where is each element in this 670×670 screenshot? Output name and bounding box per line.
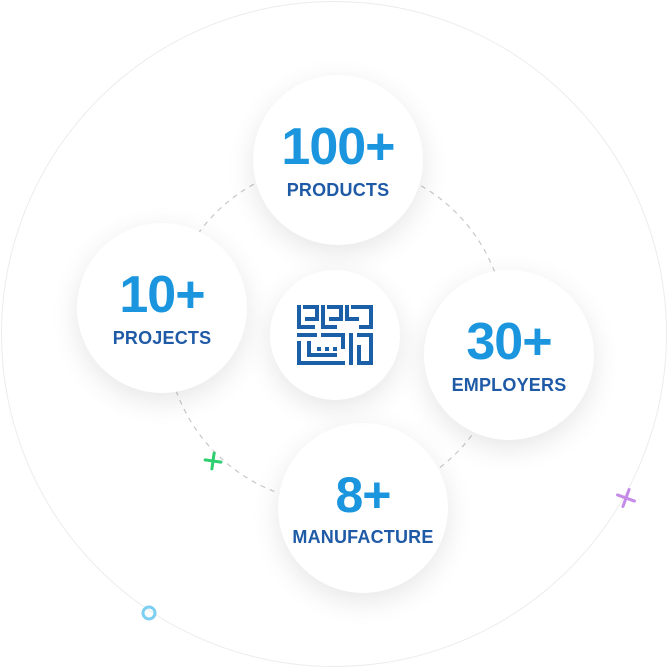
stat-bubble-manufacture: 8+ MANUFACTURE <box>278 423 448 593</box>
stat-value-products: 100+ <box>281 118 395 176</box>
ring-blue-icon <box>141 605 157 621</box>
stat-label-employers: EMPLOYERS <box>451 375 567 395</box>
stat-value-projects: 10+ <box>119 266 205 324</box>
stat-label-projects: PROJECTS <box>112 328 212 348</box>
stat-value-manufacture: 8+ <box>335 467 391 523</box>
stat-bubble-employers: 30+ EMPLOYERS <box>424 270 594 440</box>
stat-value-employers: 30+ <box>466 313 552 371</box>
stat-label-products: PRODUCTS <box>286 180 390 200</box>
stat-bubble-projects: 10+ PROJECTS <box>77 223 247 393</box>
geometric-logo-icon <box>297 305 373 365</box>
plus-purple-icon <box>616 488 636 508</box>
plus-green-icon <box>203 451 223 471</box>
logo-bubble <box>270 270 400 400</box>
stat-label-manufacture: MANUFACTURE <box>292 527 434 547</box>
stat-bubble-products: 100+ PRODUCTS <box>253 75 423 245</box>
